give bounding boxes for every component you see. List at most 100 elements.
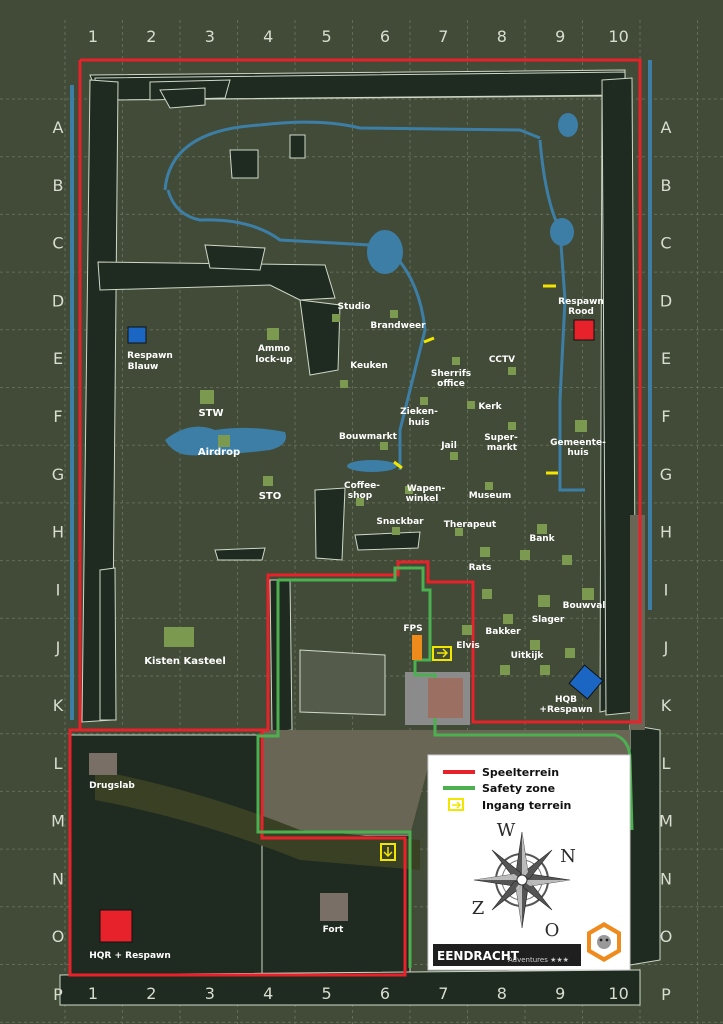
grid-column-label-top: 9 [555,27,565,46]
label-museum: Museum [469,491,512,501]
grid-column-label-top: 3 [205,27,215,46]
compass-w: W [497,820,516,841]
forest-clearing-2 [289,134,306,159]
building-house-7 [500,665,510,675]
building-house-6 [565,648,575,658]
label-slager: Slager [532,615,565,625]
grid-column-label-bottom: 2 [146,984,156,1003]
fps-marker [412,635,422,660]
grid-row-label-left: N [52,869,64,888]
forest-patch-5 [354,531,421,551]
grid-row-label-right: I [664,580,669,599]
building-house-4 [462,625,472,635]
building-kisten-kasteel [164,627,194,647]
label-uitkijk: Uitkijk [511,651,545,661]
grid-row-label-right: D [660,291,672,310]
forest-strip-1 [269,579,293,733]
forest-clearing-3 [299,649,386,716]
compass-o: O [545,920,560,941]
label-therapeut: Therapeut [444,520,497,530]
label-gemeentehuis: Gemeente-huis [550,438,606,458]
grid-row-label-right: G [660,465,672,484]
grid-row-label-right: J [663,638,669,657]
forest-south-edge [59,969,641,1006]
label-rats: Rats [469,563,492,573]
building-therapeut [455,528,463,536]
label-elvis: Elvis [456,641,480,651]
forest-patch-3 [204,244,266,271]
grid-column-label-bottom: 8 [497,984,507,1003]
water-bodies [165,113,578,472]
road-east [630,515,645,730]
hqr-marker [99,909,133,943]
label-bank: Bank [529,534,555,544]
label-wapenwinkel: Wapen-winkel [406,484,446,504]
bridge-marker-1 [423,336,435,344]
building-coffeeshop [356,498,364,506]
compass-n: N [560,846,576,867]
brand-logo: EENDRACHT Adventures ★★★ [433,922,621,966]
bridge-markers [393,284,558,475]
label-kerk: Kerk [478,402,502,412]
forest-patch-6 [214,547,266,561]
grid-row-label-right: N [660,869,672,888]
label-hqr: HQR + Respawn [89,951,171,961]
grid-row-label-left: E [53,349,63,368]
brand-hexagon-icon [587,922,621,962]
building-stw [200,390,214,404]
legend-item-speelterrein: Speelterrein [443,766,559,779]
grid-column-label-top: 8 [497,27,507,46]
grid-column-label-bottom: 3 [205,984,215,1003]
stream-west [166,189,371,247]
building-snackbar [392,527,400,535]
grid-column-label-top: 10 [608,27,628,46]
label-studio: Studio [338,302,371,312]
legend-label-ingang: Ingang terrein [482,799,571,812]
label-coffeeshop: Coffee-shop [344,481,380,501]
playfield-border [68,58,642,977]
grid-row-label-left: I [56,580,61,599]
grid-row-label-left: B [53,176,64,195]
entrance-markers [380,646,452,861]
label-sto: STO [259,491,282,502]
label-supermarkt: Super-markt [484,433,518,453]
grid-row-label-left: P [53,985,63,1004]
building-house-5 [530,640,540,650]
grid-column-label-top: 6 [380,27,390,46]
building-sherrifs [452,357,460,365]
respawn-red-marker [573,319,595,341]
grid-row-label-right: M [659,812,673,831]
pond-center [367,230,403,274]
grid-column-label-top: 2 [146,27,156,46]
grid-row-label-right: H [660,523,672,542]
forest-clearing-1 [229,149,259,179]
label-bouwmarkt: Bouwmarkt [339,432,398,442]
building-ammo [267,328,279,340]
grid-row-label-left: D [52,291,64,310]
label-cctv: CCTV [489,355,515,365]
building-cctv [508,367,516,375]
grid-row-label-left: M [51,812,65,831]
bridge-marker-2 [393,460,403,470]
legend-item-safety-zone: Safety zone [443,782,555,795]
label-jail: Jail [440,441,457,451]
building-fort [320,893,348,921]
grid-row-label-left: G [52,465,64,484]
hqb-marker [568,664,604,700]
grid-row-label-right: C [660,234,671,253]
label-kisten-kasteel: Kisten Kasteel [144,656,226,667]
label-snackbar: Snackbar [376,517,424,527]
building-kerk [467,401,475,409]
brand-name: EENDRACHT [437,949,520,963]
forest-patch-2 [159,87,206,109]
building-drugslab [89,753,117,775]
forest-left-bottom [99,567,117,721]
grid-row-label-right: E [661,349,671,368]
building-house-3 [482,589,492,599]
legend: Speelterrein Safety zone Ingang terrein [427,754,631,971]
